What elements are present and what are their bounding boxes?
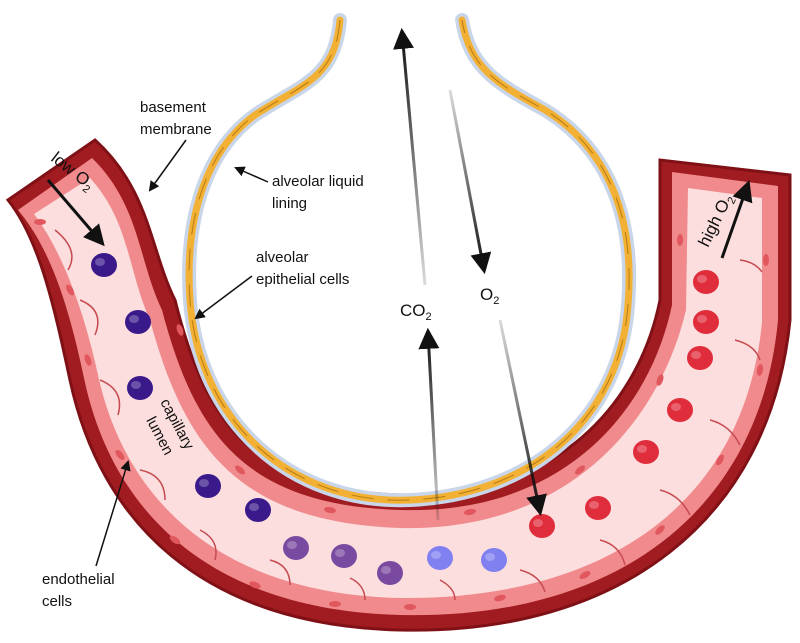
transition-cells [427, 546, 507, 572]
epithelial-pointer [194, 275, 253, 320]
endothelial-nuclei [34, 219, 770, 610]
oxygenated-cells [529, 270, 719, 538]
high-o2-arrow [720, 180, 753, 259]
low-o2-arrow [46, 179, 105, 247]
o2-label: O2 [480, 285, 499, 307]
cell-highlights [95, 258, 707, 574]
basement-membrane-label-line1: basement [140, 99, 207, 116]
co2-arrow-lower [418, 327, 440, 521]
epithelial-label-line1: alveolar [256, 249, 309, 266]
red-blood-cells [91, 253, 719, 585]
basement-membrane-label-line2: membrane [140, 121, 212, 138]
epithelial-cell-junctions [188, 19, 630, 501]
alveolar-liquid-label-line2: lining [272, 195, 307, 212]
o2-arrow-lower [498, 319, 547, 517]
endothelial-cell-boundaries [54, 229, 763, 601]
o2-arrow-upper [448, 89, 492, 275]
alveolar-liquid-label-line1: alveolar liquid [272, 173, 364, 190]
co2-arrow-upper [393, 27, 427, 286]
co2-label: CO2 [400, 301, 432, 323]
deoxygenated-cells [91, 253, 271, 522]
endothelial-label-line2: cells [42, 593, 72, 610]
alveolar-air-space [202, 20, 616, 487]
basement-membrane-pointer [148, 139, 187, 192]
endothelial-pointer [95, 459, 131, 567]
endothelial-label-line1: endothelial [42, 571, 115, 588]
alveolus [182, 13, 637, 508]
alveolar-liquid-pointer [234, 166, 269, 183]
epithelial-label-line2: epithelial cells [256, 271, 349, 288]
mixed-cells [283, 536, 403, 585]
gas-exchange-arrows [393, 27, 547, 521]
